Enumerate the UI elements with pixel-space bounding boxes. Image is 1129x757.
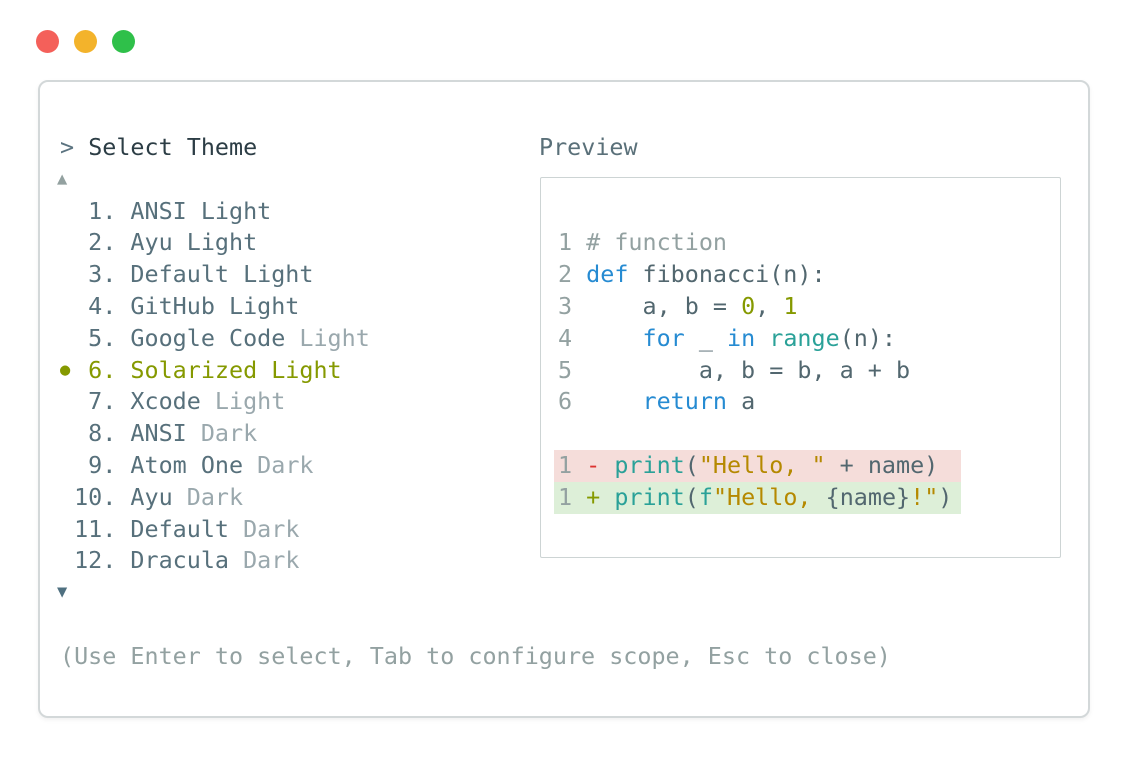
preview-label: Preview bbox=[539, 133, 638, 161]
picker-header: > Select Theme bbox=[60, 132, 257, 164]
theme-number: 9. bbox=[88, 450, 117, 479]
theme-list-item[interactable]: 10. Ayu Dark bbox=[60, 482, 370, 514]
theme-name: Google Code Light bbox=[130, 323, 370, 352]
theme-number: 2. bbox=[88, 228, 117, 257]
line-number: 5 bbox=[558, 355, 573, 384]
line-number: 2 bbox=[558, 260, 573, 289]
theme-list-item[interactable]: 11. Default Dark bbox=[60, 514, 370, 546]
theme-name: ANSI Light bbox=[130, 196, 272, 225]
theme-name: Dracula Dark bbox=[130, 546, 300, 575]
theme-list-item[interactable]: ● 6. Solarized Light bbox=[60, 355, 370, 387]
line-number: 1 bbox=[558, 451, 573, 479]
theme-list-item[interactable]: 9. Atom One Dark bbox=[60, 450, 370, 482]
line-number: 3 bbox=[558, 291, 573, 320]
code-line: 4 for _ in range(n): bbox=[554, 323, 910, 355]
marker-spacer bbox=[60, 482, 74, 514]
marker-spacer bbox=[60, 514, 74, 546]
theme-list-item[interactable]: 1. ANSI Light bbox=[60, 196, 370, 228]
line-number: 1 bbox=[558, 482, 573, 511]
theme-name: GitHub Light bbox=[130, 291, 300, 320]
theme-name: Ayu Light bbox=[130, 228, 258, 257]
theme-name: Xcode Light bbox=[130, 387, 286, 416]
theme-number: 7. bbox=[88, 387, 117, 416]
theme-number: 3. bbox=[88, 260, 117, 289]
theme-number: 1. bbox=[88, 196, 117, 225]
theme-list-item[interactable]: 7. Xcode Light bbox=[60, 386, 370, 418]
code-line: 1# function bbox=[554, 227, 910, 259]
code-line: 3 a, b = 0, 1 bbox=[554, 291, 910, 323]
theme-number: 10. bbox=[74, 482, 117, 511]
marker-spacer bbox=[60, 291, 74, 323]
marker-spacer bbox=[60, 545, 74, 577]
scroll-up-icon[interactable]: ▲ bbox=[57, 168, 68, 189]
close-button[interactable] bbox=[36, 30, 59, 53]
prompt-caret: > bbox=[60, 133, 75, 161]
marker-spacer bbox=[60, 418, 74, 450]
theme-name: Solarized Light bbox=[130, 355, 342, 384]
marker-spacer bbox=[60, 323, 74, 355]
code-line: 5 a, b = b, a + b bbox=[554, 355, 910, 387]
theme-name: Default Light bbox=[130, 260, 314, 289]
theme-name: Atom One Dark bbox=[130, 450, 314, 479]
theme-list-item[interactable]: 3. Default Light bbox=[60, 259, 370, 291]
theme-number: 12. bbox=[74, 546, 117, 575]
marker-spacer bbox=[60, 259, 74, 291]
theme-number: 4. bbox=[88, 291, 117, 320]
line-number: 4 bbox=[558, 323, 573, 352]
marker-spacer bbox=[60, 196, 74, 228]
selected-bullet-icon: ● bbox=[60, 359, 71, 380]
diff-line-removed: 1- print("Hello, " + name) bbox=[554, 450, 962, 482]
theme-name: Default Dark bbox=[130, 514, 300, 543]
maximize-button[interactable] bbox=[112, 30, 135, 53]
marker-spacer bbox=[60, 386, 74, 418]
theme-list: 1. ANSI Light 2. Ayu Light 3. Default Light… bbox=[60, 196, 370, 578]
keyboard-hint: (Use Enter to select, Tab to configure s… bbox=[60, 641, 891, 670]
theme-number: 11. bbox=[74, 514, 117, 543]
theme-list-item[interactable]: 2. Ayu Light bbox=[60, 227, 370, 259]
theme-list-item[interactable]: 8. ANSI Dark bbox=[60, 418, 370, 450]
theme-number: 8. bbox=[88, 419, 117, 448]
diff-lines: 1- print("Hello, " + name)1+ print(f"Hel… bbox=[554, 450, 962, 514]
diff-line-added: 1+ print(f"Hello, {name}!") bbox=[554, 481, 962, 514]
theme-number: 6. bbox=[88, 355, 117, 384]
window-controls bbox=[36, 30, 135, 53]
theme-list-item[interactable]: 12. Dracula Dark bbox=[60, 545, 370, 577]
theme-name: Ayu Dark bbox=[130, 482, 244, 511]
theme-list-item[interactable]: 5. Google Code Light bbox=[60, 323, 370, 355]
theme-list-item[interactable]: 4. GitHub Light bbox=[60, 291, 370, 323]
marker-spacer bbox=[60, 227, 74, 259]
marker-spacer bbox=[60, 450, 74, 482]
line-number: 1 bbox=[558, 228, 573, 257]
minimize-button[interactable] bbox=[74, 30, 97, 53]
theme-name: ANSI Dark bbox=[130, 419, 258, 448]
line-number: 6 bbox=[558, 387, 573, 416]
scroll-down-icon[interactable]: ▼ bbox=[57, 582, 68, 603]
theme-number: 5. bbox=[88, 323, 117, 352]
code-line: 6 return a bbox=[554, 386, 910, 418]
page-title: Select Theme bbox=[88, 133, 258, 161]
